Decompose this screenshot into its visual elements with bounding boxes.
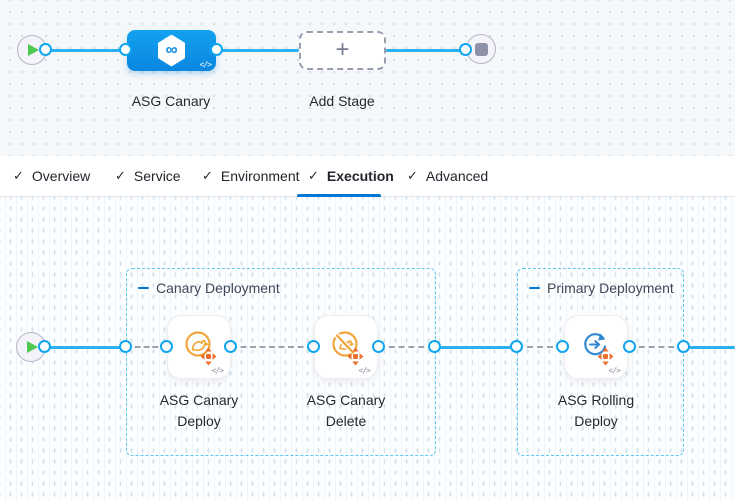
asg-canary-delete-icon xyxy=(332,331,364,366)
group-title-label: Primary Deployment xyxy=(547,280,674,296)
port-ring[interactable] xyxy=(556,340,569,353)
code-icon: </> xyxy=(211,366,224,375)
dashed-connector xyxy=(517,346,563,348)
port-ring[interactable] xyxy=(677,340,690,353)
tab-service[interactable]: ✓ Service xyxy=(115,156,181,196)
tab-label: Overview xyxy=(31,168,91,184)
stage-label: ASG Canary xyxy=(131,93,211,109)
port-ring[interactable] xyxy=(459,43,472,56)
port-ring[interactable] xyxy=(428,340,441,353)
play-icon xyxy=(28,44,39,56)
connector-wire xyxy=(46,49,126,52)
tab-overview[interactable]: ✓ Overview xyxy=(13,156,90,196)
add-stage-button[interactable]: + xyxy=(299,31,386,70)
port-ring[interactable] xyxy=(372,340,385,353)
port-ring[interactable] xyxy=(160,340,173,353)
step-group-canary-deployment[interactable] xyxy=(126,268,436,456)
group-title-label: Canary Deployment xyxy=(156,280,280,296)
port-ring[interactable] xyxy=(623,340,636,353)
step-group-primary-deployment[interactable] xyxy=(517,268,684,456)
connector-wire xyxy=(45,346,126,349)
asg-rolling-deploy-icon xyxy=(584,333,614,366)
play-icon xyxy=(27,341,38,353)
collapse-icon[interactable] xyxy=(529,286,540,290)
tab-execution[interactable]: ✓ Execution xyxy=(308,156,394,196)
port-ring[interactable] xyxy=(119,43,132,56)
dashed-connector xyxy=(231,346,313,348)
step-label: ASG Canary Deploy xyxy=(159,392,239,429)
dashed-connector xyxy=(379,346,434,348)
connector-wire xyxy=(684,346,735,349)
check-icon: ✓ xyxy=(115,168,126,183)
asg-canary-deploy-icon xyxy=(185,331,217,366)
tab-label: Service xyxy=(133,168,181,184)
step-label: ASG Canary Delete xyxy=(306,392,386,429)
port-ring[interactable] xyxy=(210,43,223,56)
step-node-asg-canary-delete[interactable]: </> xyxy=(314,315,378,379)
port-ring[interactable] xyxy=(224,340,237,353)
code-icon: </> xyxy=(358,366,371,375)
group-title-canary[interactable]: Canary Deployment xyxy=(138,280,280,296)
stage-canvas[interactable] xyxy=(0,0,735,156)
step-node-asg-canary-deploy[interactable]: </> xyxy=(167,315,231,379)
stage-node-asg-canary[interactable]: ∞ </> xyxy=(127,30,216,71)
active-tab-underline xyxy=(297,194,381,197)
stop-icon xyxy=(474,42,488,56)
check-icon: ✓ xyxy=(13,168,24,183)
check-icon: ✓ xyxy=(407,168,418,183)
harness-cd-icon: ∞ xyxy=(165,40,178,59)
port-ring[interactable] xyxy=(119,340,132,353)
code-icon: </> xyxy=(608,366,621,375)
connector-wire xyxy=(217,49,299,52)
tab-label: Advanced xyxy=(425,168,489,184)
check-icon: ✓ xyxy=(308,168,319,183)
connector-wire xyxy=(386,49,466,52)
group-title-primary[interactable]: Primary Deployment xyxy=(529,280,674,296)
dashed-connector xyxy=(126,346,167,348)
collapse-icon[interactable] xyxy=(138,286,149,290)
port-ring[interactable] xyxy=(307,340,320,353)
port-ring[interactable] xyxy=(39,43,52,56)
code-icon: </> xyxy=(199,60,212,69)
dashed-connector xyxy=(629,346,684,348)
add-stage-label: Add Stage xyxy=(309,93,375,109)
port-ring[interactable] xyxy=(38,340,51,353)
step-label: ASG Rolling Deploy xyxy=(557,392,635,429)
check-icon: ✓ xyxy=(202,168,213,183)
port-ring[interactable] xyxy=(510,340,523,353)
cd-stage-hexagon-icon: ∞ xyxy=(158,34,185,67)
tab-label: Execution xyxy=(326,168,394,184)
connector-wire xyxy=(434,346,517,349)
plus-icon: + xyxy=(335,35,350,63)
tab-advanced[interactable]: ✓ Advanced xyxy=(407,156,488,196)
tab-label: Environment xyxy=(220,168,300,184)
stage-tabbar: ✓ Overview ✓ Service ✓ Environment ✓ Exe… xyxy=(0,156,735,197)
step-node-asg-rolling-deploy[interactable]: </> xyxy=(564,315,628,379)
tab-environment[interactable]: ✓ Environment xyxy=(202,156,300,196)
